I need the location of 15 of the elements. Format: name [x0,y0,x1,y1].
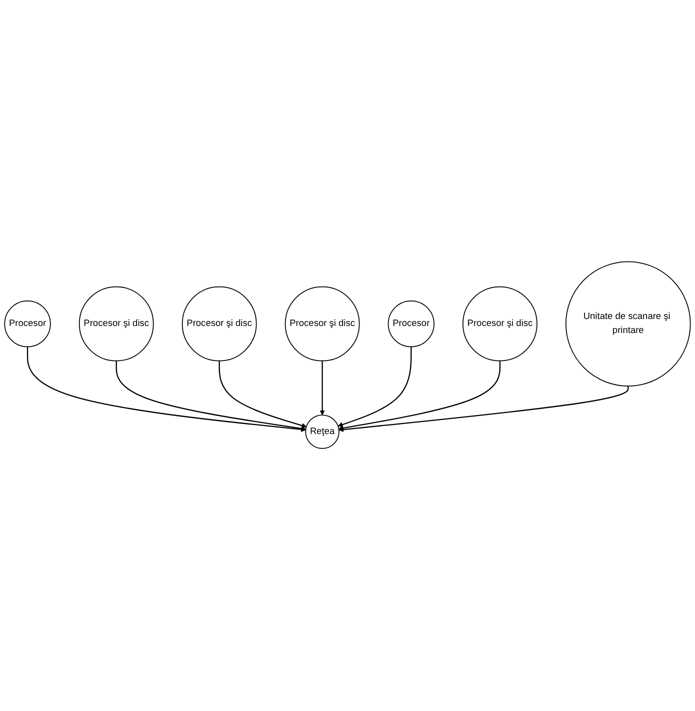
node-circle: Procesor şi disc [462,286,538,362]
node-circle: Unitate de scanare şi printare [565,262,691,387]
arrow [26,347,306,432]
node-circle: Reţea [305,415,340,450]
node-circle: Procesor [4,301,51,348]
node-circle: Procesor şi disc [182,286,257,362]
arrow [116,361,306,432]
arrow [320,361,325,416]
arrow [338,347,412,428]
arrow [338,361,501,432]
arrow [338,386,629,433]
node-circle: Procesor [388,301,434,348]
arrow [218,361,307,428]
node-circle: Procesor şi disc [284,286,360,362]
node-circle: Procesor şi disc [78,286,154,362]
